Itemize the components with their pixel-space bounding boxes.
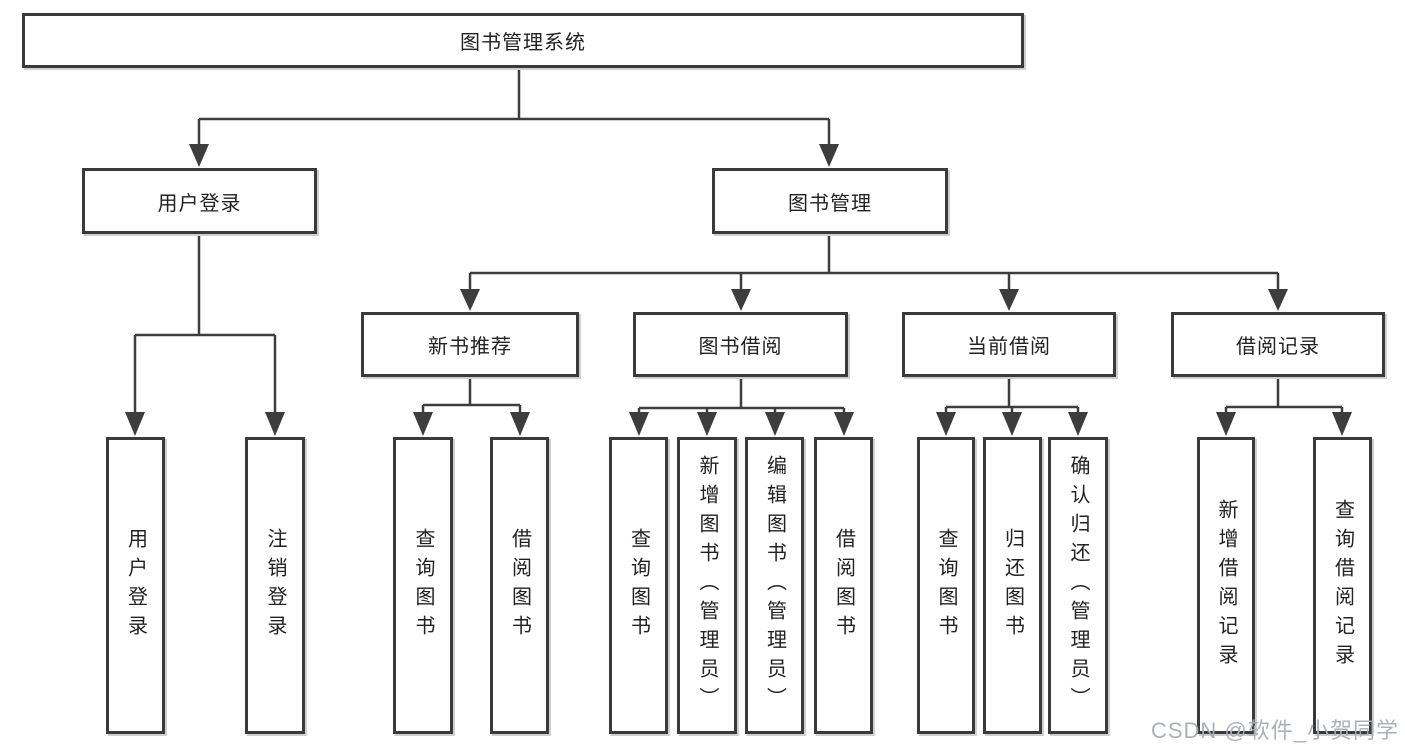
leaf-borrow-books-recommend: 借阅图书 [490,437,549,734]
node-label: 确认归还（管理员） [1067,455,1089,716]
leaf-edit-book-admin: 编辑图书（管理员） [745,437,804,734]
node-label: 编辑图书（管理员） [763,455,786,716]
node-label: 图书管理 [788,192,872,215]
node-label: 查询图书 [627,527,650,644]
arrow-down-icon [629,412,649,436]
arrow-down-icon [1002,412,1022,436]
arrow-down-icon [697,412,717,436]
leaf-query-books-borrow: 查询图书 [609,437,668,734]
arrow-down-icon [1216,412,1236,436]
node-label: 借阅图书 [832,527,855,644]
leaf-logout: 注销登录 [245,437,305,734]
arrow-down-icon [1332,412,1352,436]
edges-current-borrow-children [936,377,1088,436]
leaf-confirm-return-admin: 确认归还（管理员） [1048,437,1108,734]
arrow-down-icon [265,412,285,436]
arrow-down-icon [999,289,1019,311]
node-book-management: 图书管理 [712,168,948,234]
arrow-down-icon [765,412,785,436]
leaf-add-borrow-record: 新增借阅记录 [1197,437,1255,734]
arrow-down-icon [1068,412,1088,436]
edges-user-login-children [125,233,285,436]
node-label: 当前借阅 [967,336,1051,358]
edges-book-management-to-level3 [460,233,1288,311]
arrow-down-icon [936,412,956,436]
csdn-watermark: CSDN @软件_小贺同学 [1150,718,1399,743]
arrow-down-icon [413,412,433,436]
node-label: 注销登录 [264,527,286,644]
arrow-down-icon [125,412,145,436]
arrow-down-icon [731,289,751,311]
leaf-return-book: 归还图书 [983,437,1042,734]
arrow-down-icon [189,144,209,167]
node-label: 新书推荐 [428,336,512,358]
node-root-library-system: 图书管理系统 [22,13,1024,68]
arrow-down-icon [510,412,530,436]
node-label: 用户登录 [124,527,147,644]
node-label: 新增图书（管理员） [696,455,718,716]
arrow-down-icon [460,289,480,311]
node-label: 查询借阅记录 [1331,498,1354,673]
node-label: 图书管理系统 [460,32,586,54]
node-current-borrow: 当前借阅 [902,312,1116,377]
node-label: 查询图书 [935,527,957,644]
leaf-query-borrow-record: 查询借阅记录 [1313,437,1372,734]
node-new-book-recommend: 新书推荐 [361,312,579,377]
node-label: 图书借阅 [698,336,783,358]
edges-book-borrow-children [629,377,854,436]
node-label: 新增借阅记录 [1215,498,1237,673]
arrow-down-icon [1268,289,1288,311]
arrow-down-icon [819,144,839,167]
edges-root-to-level2 [189,68,839,167]
leaf-query-books-recommend: 查询图书 [393,437,453,734]
node-user-login: 用户登录 [82,168,317,234]
node-label: 归还图书 [1001,527,1024,644]
node-borrow-records: 借阅记录 [1171,312,1385,377]
node-label: 用户登录 [157,192,242,215]
leaf-borrow-books: 借阅图书 [814,437,873,734]
node-label: 借阅图书 [508,527,531,644]
node-label: 借阅记录 [1236,336,1320,358]
leaf-user-login: 用户登录 [106,437,165,734]
node-book-borrow: 图书借阅 [633,312,848,377]
edges-new-book-recommend-children [413,377,530,436]
leaf-query-books-current: 查询图书 [917,437,975,734]
leaf-add-book-admin: 新增图书（管理员） [677,437,737,734]
node-label: 查询图书 [412,527,434,644]
edges-borrow-records-children [1216,377,1352,436]
arrow-down-icon [834,412,854,436]
